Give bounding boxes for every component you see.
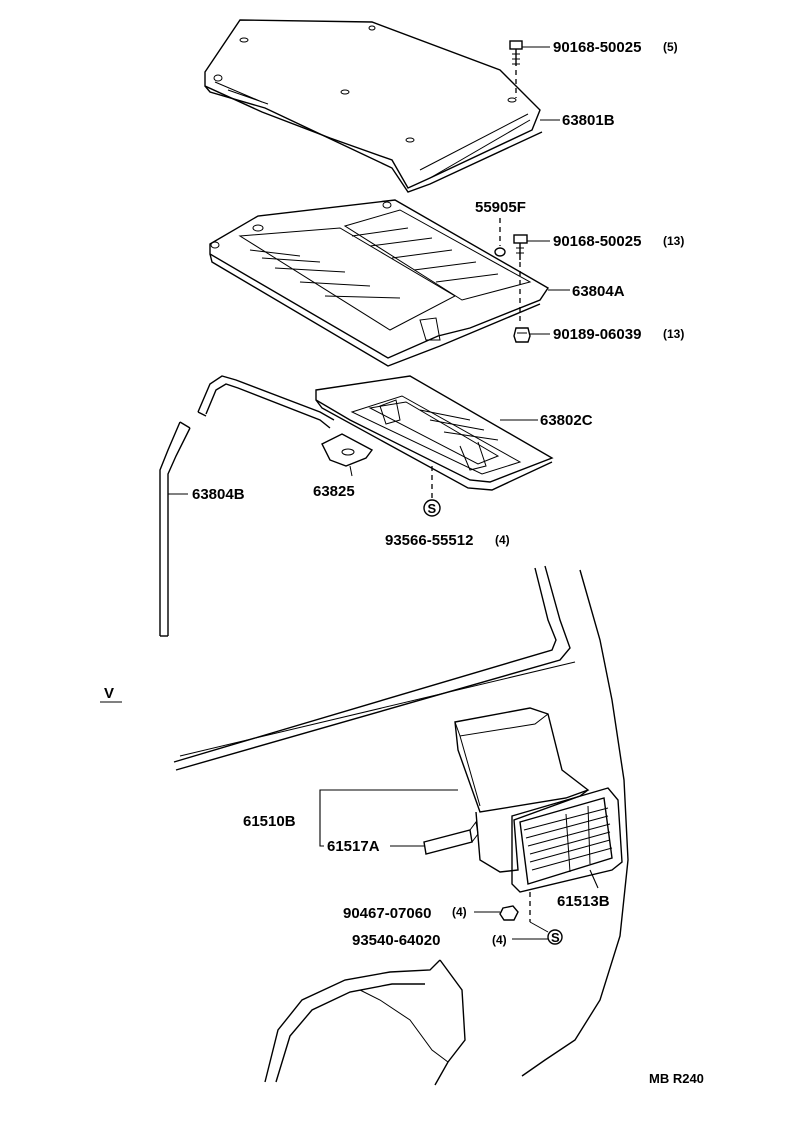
view-marker: V <box>104 685 114 702</box>
hose-63804b <box>159 375 335 637</box>
label-nut-qty: (13) <box>663 327 684 341</box>
label-hose-part: 63804B <box>192 486 245 503</box>
screw-icon-lower: S <box>547 929 563 945</box>
bolt-icon-top <box>509 40 523 98</box>
label-screw2-part: 93540-64020 <box>352 932 440 949</box>
screw-mark-lower: S <box>551 930 560 945</box>
label-clip-part: 55905F <box>475 199 526 216</box>
leader-grille <box>589 869 599 889</box>
seal-61517a <box>423 820 479 855</box>
label-tray-part: 63802C <box>540 412 593 429</box>
label-bolt-mid-qty: (13) <box>663 234 684 248</box>
label-cover-part: 63801B <box>562 112 615 129</box>
bolt-icon-mid <box>513 234 528 325</box>
nut-icon-lower <box>499 905 519 921</box>
rear-body-panel <box>173 565 629 1086</box>
bracket-63825 <box>321 433 374 477</box>
label-bracket-part: 63825 <box>313 483 355 500</box>
lamp-tray-63802c <box>315 375 554 491</box>
clip-icon <box>494 218 506 257</box>
screw-mark-top: S <box>428 501 437 516</box>
label-nut2-part: 90467-07060 <box>343 905 431 922</box>
leader-vent-group <box>319 789 458 847</box>
screw-icon-top: S <box>423 499 441 517</box>
roof-frame-63804a <box>209 199 549 367</box>
label-nut-part: 90189-06039 <box>553 326 641 343</box>
label-bolt-mid-part: 90168-50025 <box>553 233 641 250</box>
label-bolt-top-qty: (5) <box>663 40 678 54</box>
label-screw2-qty: (4) <box>492 933 507 947</box>
drawing-code: MB R240 <box>649 1071 704 1086</box>
label-screw-qty: (4) <box>495 533 510 547</box>
label-seal-part: 61517A <box>327 838 380 855</box>
label-frame-part: 63804A <box>572 283 625 300</box>
label-vent-assy-part: 61510B <box>243 813 296 830</box>
label-bolt-top-part: 90168-50025 <box>553 39 641 56</box>
label-screw-part: 93566-55512 <box>385 532 473 549</box>
roof-cover-63801b <box>204 19 543 193</box>
label-nut2-qty: (4) <box>452 905 467 919</box>
grille-61513b <box>511 787 623 893</box>
nut-icon <box>513 327 531 343</box>
screw2-link <box>529 921 549 933</box>
label-grille-part: 61513B <box>557 893 610 910</box>
